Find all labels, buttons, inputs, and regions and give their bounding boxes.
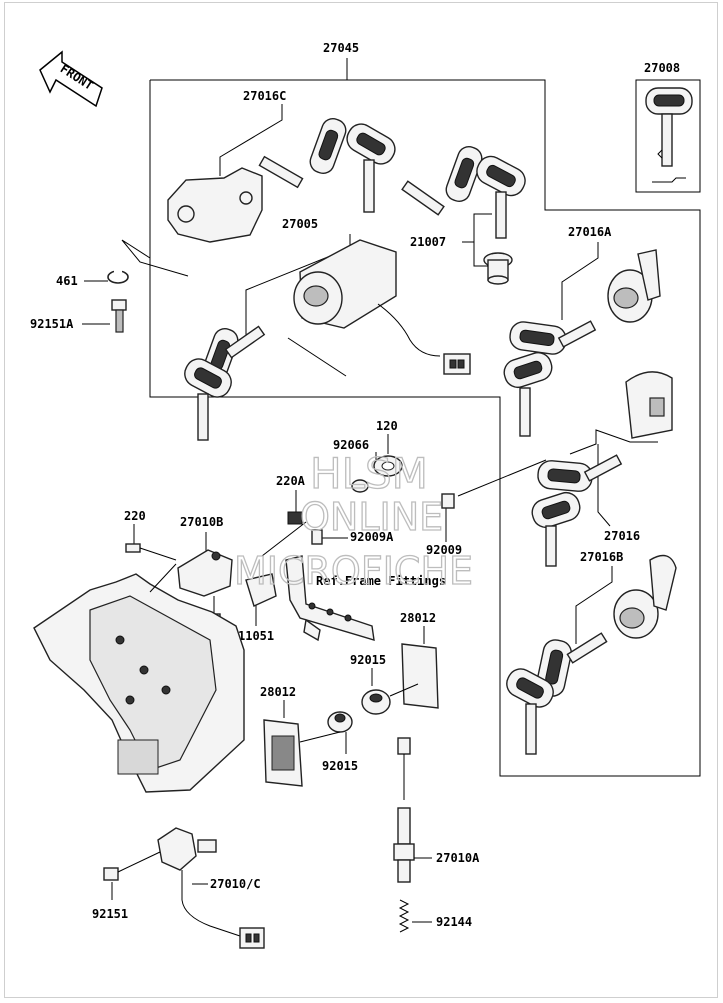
- leader-27016A: [561, 242, 599, 320]
- leader-27016B: [575, 566, 613, 644]
- label-27016: 27016: [604, 529, 640, 543]
- seat-lock-27016A-icon: [607, 249, 661, 323]
- ignition-switch-icon: [293, 239, 471, 375]
- label-28012-bottom: 28012: [260, 685, 296, 699]
- key-27016A-a-icon: [509, 320, 597, 355]
- key-21007-a-icon: [401, 145, 483, 216]
- switch-27010C-icon: [157, 827, 265, 949]
- helmet-lock-27016-icon: [625, 371, 673, 439]
- label-11051: 11051: [238, 629, 274, 643]
- label-27010C: 27010/C: [210, 877, 261, 891]
- spring-92144-icon: [398, 899, 410, 933]
- leader-21007: [473, 213, 492, 267]
- screw-92151A-icon: [111, 299, 127, 333]
- key-27016C-a-icon: [258, 117, 347, 189]
- pad-28012-top-icon: [401, 643, 439, 709]
- grommet-92015-top-icon: [361, 683, 419, 715]
- grommet-92015-bottom-icon: [327, 711, 353, 733]
- screw-92009A-icon: [311, 529, 323, 545]
- washer-120-icon: [373, 455, 403, 477]
- label-92015-top: 92015: [350, 653, 386, 667]
- label-92009: 92009: [426, 543, 462, 557]
- label-120: 120: [376, 419, 398, 433]
- parts-diagram-page: [4, 2, 718, 998]
- label-27045: 27045: [323, 41, 359, 55]
- label-27010A: 27010A: [436, 851, 480, 865]
- leader-27016C: [219, 104, 283, 176]
- bracket-11051-icon: [245, 555, 375, 642]
- label-220A: 220A: [276, 474, 306, 488]
- bolt-92151-icon: [103, 851, 161, 881]
- seat-lock-housing-icon: [167, 167, 263, 243]
- watermark-line-1: HLSM: [310, 449, 428, 498]
- leader-27005: [245, 234, 351, 340]
- label-27010B: 27010B: [180, 515, 223, 529]
- clip-461-icon: [107, 270, 129, 284]
- label-92009A: 92009A: [350, 530, 394, 544]
- label-27008: 27008: [644, 61, 680, 75]
- key-27016B-a-icon: [536, 632, 608, 697]
- label-27005: 27005: [282, 217, 318, 231]
- label-461: 461: [56, 274, 78, 288]
- key-set-boundary: [149, 79, 701, 777]
- key-27008-icon: [645, 87, 693, 183]
- label-92066: 92066: [333, 438, 369, 452]
- label-92144: 92144: [436, 915, 472, 929]
- key-27016B-b-icon: [506, 668, 554, 755]
- label-27016B: 27016B: [580, 550, 623, 564]
- key-27008-box: [635, 79, 701, 193]
- key-27016C-b-icon: [346, 123, 396, 213]
- label-27016C: 27016C: [243, 89, 286, 103]
- key-27016-b-icon: [531, 491, 581, 567]
- label-220: 220: [124, 509, 146, 523]
- key-cap-21007-icon: [483, 252, 513, 285]
- label-27016A: 27016A: [568, 225, 612, 239]
- frame-fittings-icon: [33, 573, 245, 793]
- label-92151: 92151: [92, 907, 128, 921]
- ref-frame-fittings-note: Ref.Frame Fittings: [316, 574, 446, 588]
- label-21007: 21007: [410, 235, 446, 249]
- nut-220A-icon: [287, 511, 303, 525]
- switch-27010A-icon: [393, 737, 415, 883]
- watermark-line-2: ONLINE: [300, 495, 443, 539]
- screw-92009-icon: [441, 493, 455, 509]
- pad-28012-bottom-icon: [263, 719, 303, 787]
- label-92151A: 92151A: [30, 317, 74, 331]
- watermark-line-3: MICROFICHE: [234, 549, 473, 593]
- watermark: HLSM ONLINE MICROFICHE: [233, 448, 473, 593]
- key-27016A-b-icon: [503, 351, 553, 437]
- pin-92066-icon: [351, 479, 369, 493]
- key-27005-b-icon: [184, 358, 232, 441]
- front-arrow-icon: FRONT: [39, 50, 103, 108]
- key-21007-b-icon: [476, 155, 526, 239]
- key-27016-a-icon: [537, 454, 623, 492]
- lock-27016B-icon: [613, 554, 677, 639]
- label-28012-top: 28012: [400, 611, 436, 625]
- label-92015-bottom: 92015: [322, 759, 358, 773]
- bolt-220-icon: [125, 543, 177, 561]
